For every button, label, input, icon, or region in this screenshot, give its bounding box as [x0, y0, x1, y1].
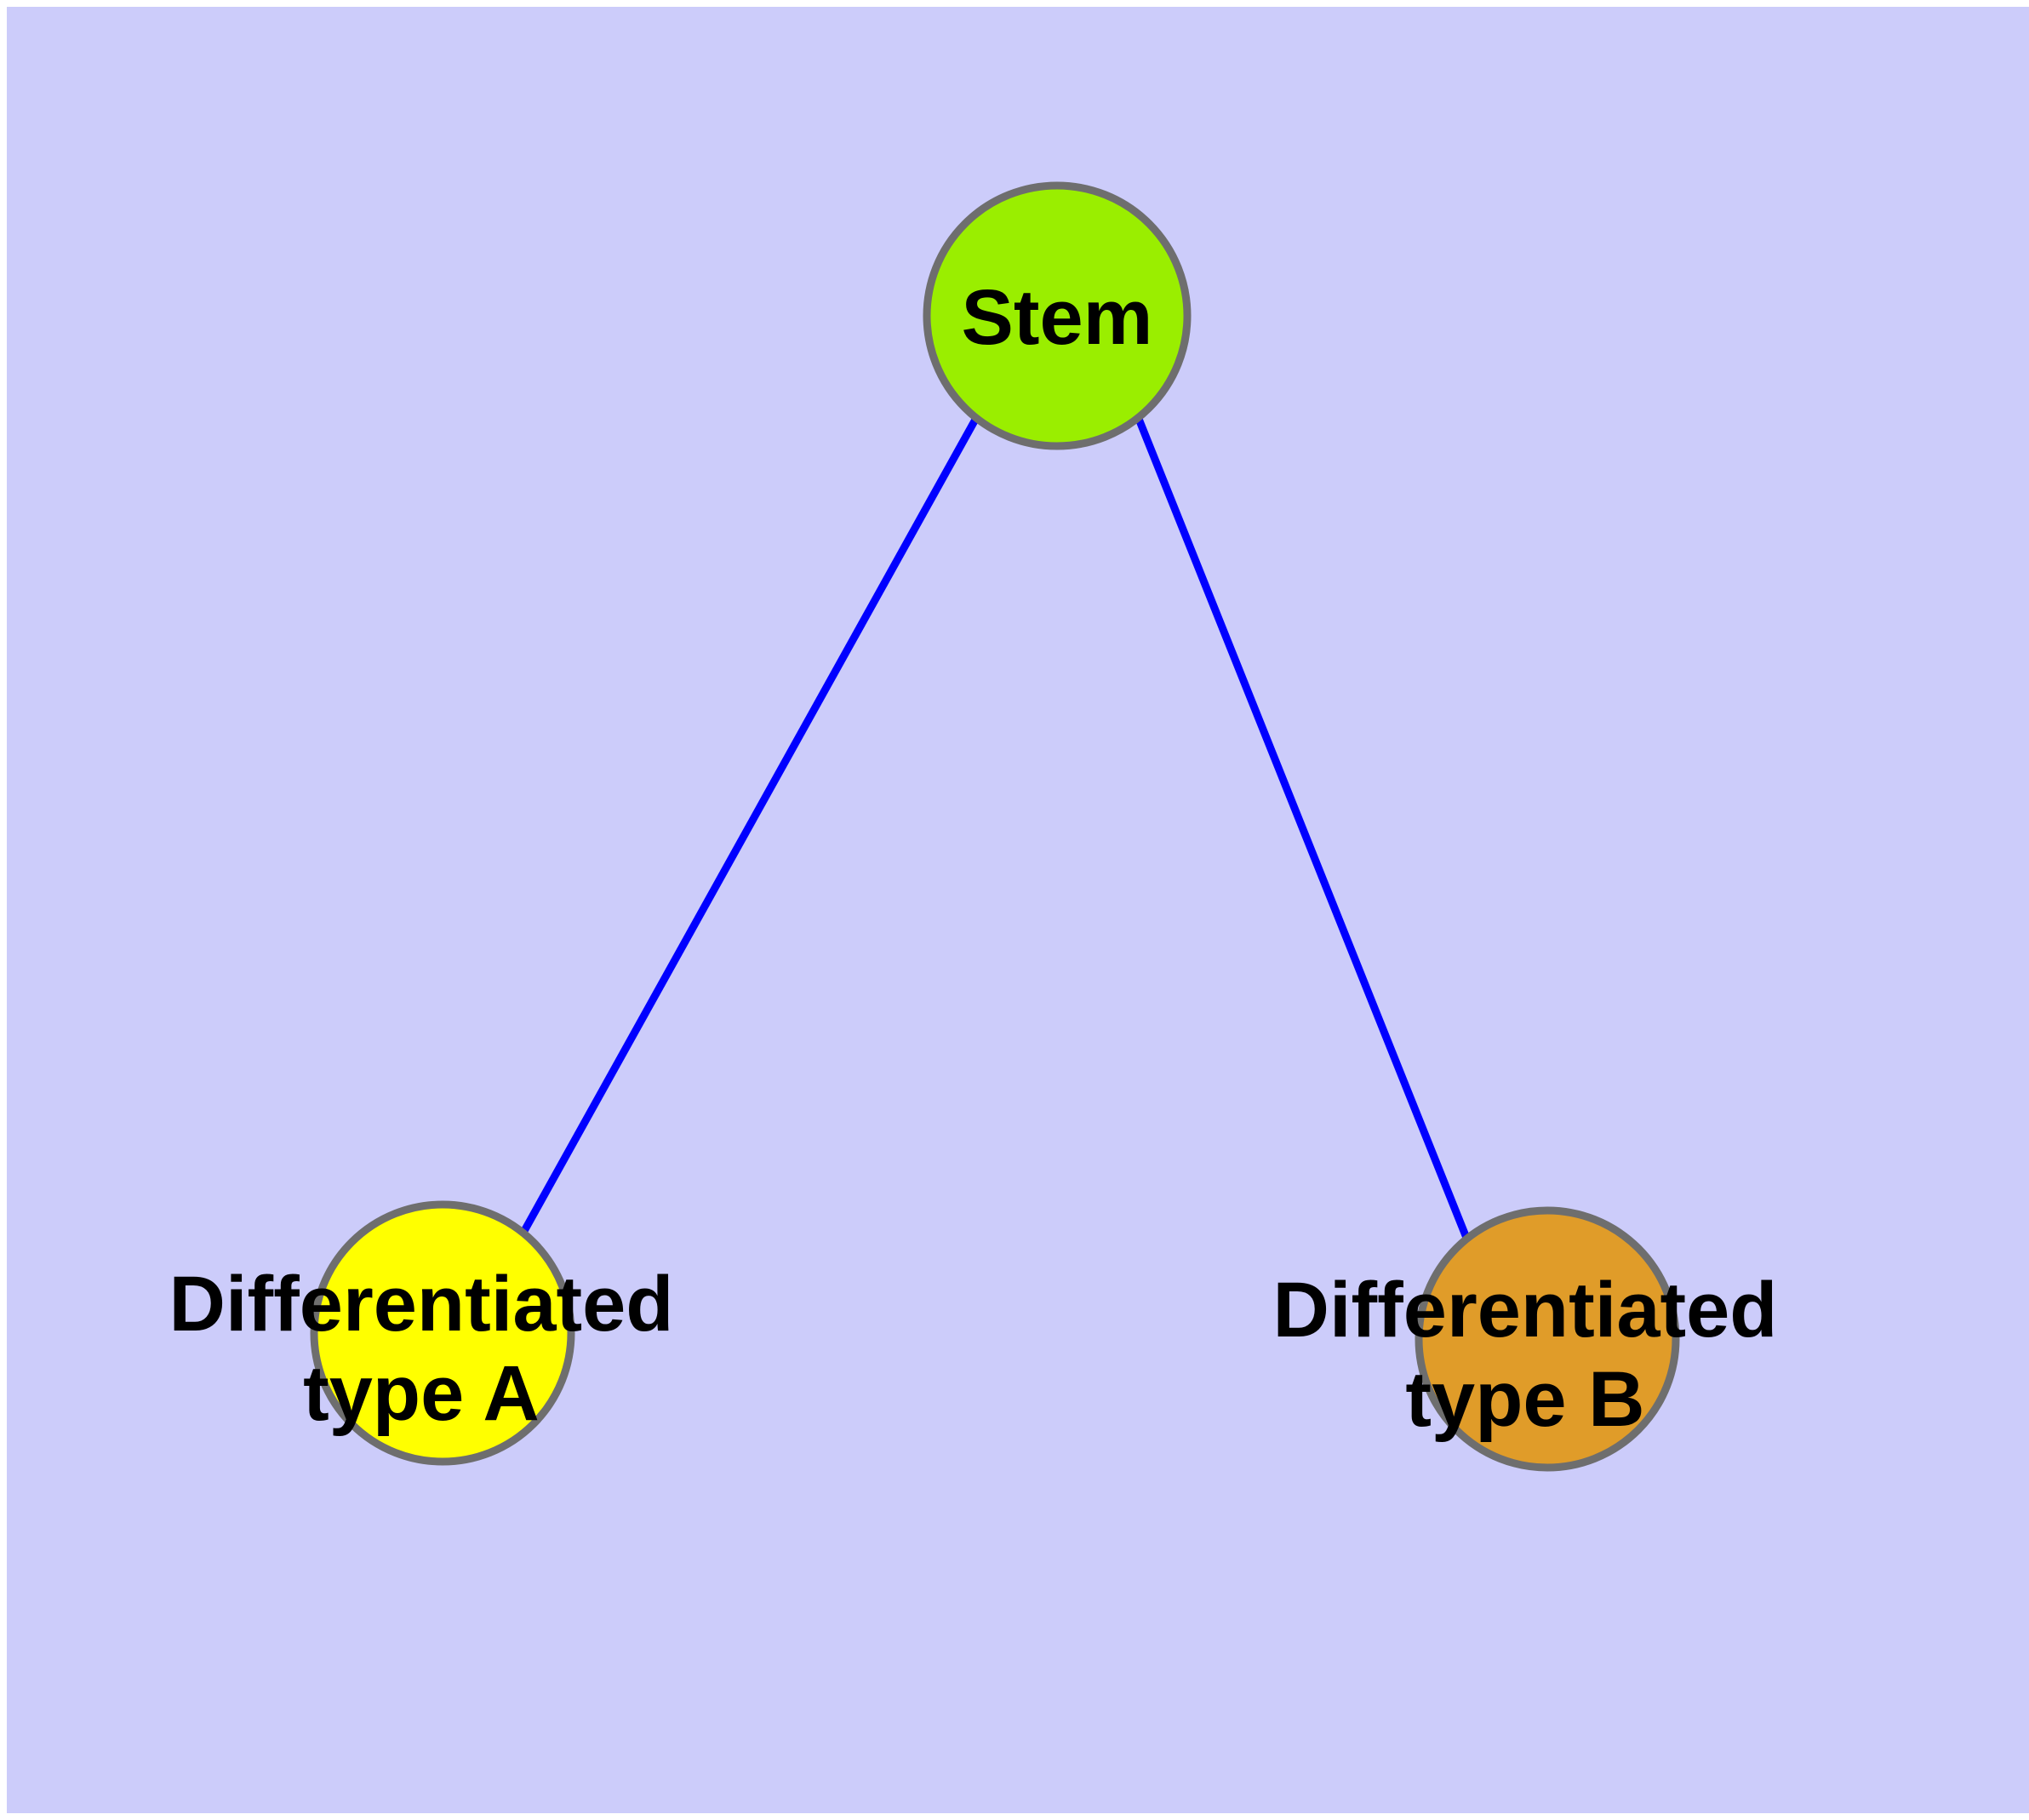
node-stem-label: Stem: [962, 274, 1153, 361]
node-differentiated-type-b-label-line2: type B: [1405, 1356, 1644, 1443]
node-differentiated-type-b[interactable]: Differentiated type B: [1273, 1206, 1778, 1472]
node-differentiated-type-b-label-line1: Differentiated: [1273, 1267, 1778, 1354]
nodes-layer: Stem Differentiated type A Differentiate…: [169, 181, 1778, 1472]
edge-stem-to-differentiated-type-a[interactable]: [521, 415, 980, 1233]
node-stem-circle[interactable]: [923, 181, 1192, 450]
edge-stem-to-differentiated-type-b[interactable]: [1135, 417, 1471, 1239]
node-stem[interactable]: Stem: [923, 181, 1192, 450]
node-differentiated-type-a-circle[interactable]: [310, 1200, 575, 1466]
node-differentiated-type-a-label-line1: Differentiated: [169, 1261, 674, 1348]
node-differentiated-type-a[interactable]: Differentiated type A: [169, 1200, 674, 1466]
edges-layer: [521, 415, 1471, 1239]
node-differentiated-type-b-circle[interactable]: [1415, 1206, 1680, 1472]
node-differentiated-type-a-label-line2: type A: [303, 1350, 540, 1437]
